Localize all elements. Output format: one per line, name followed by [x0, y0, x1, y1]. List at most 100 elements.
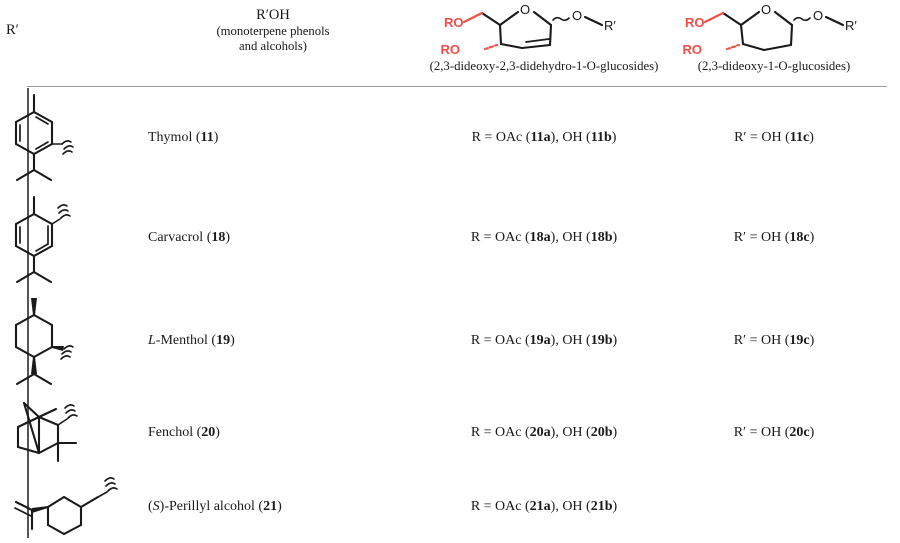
- attachment-wavy-bond: [57, 204, 71, 219]
- r-prime-label: R′: [604, 18, 616, 33]
- thymol-structure-cell: [4, 92, 146, 192]
- attachment-wedge-bond: [52, 346, 64, 351]
- fenchol-skeleton-diagram: [16, 401, 78, 463]
- glycal-products: R = OAc (19a), OH (19b): [470, 333, 618, 348]
- product-code-a: 11a: [530, 130, 551, 145]
- glycal-products: R = OAc (18a), OH (18b): [470, 230, 618, 245]
- column-header-roh-title: R′OH: [256, 7, 290, 23]
- isopropenyl-wedge-bond: [32, 506, 48, 513]
- compound-name: Carvacrol (18): [148, 230, 231, 245]
- product-code-c: 11c: [789, 130, 810, 145]
- glycal-products-cell: R = OAc (18a), OH (18b): [404, 192, 684, 295]
- l-menthol-structure-cell: [4, 295, 146, 395]
- lower-ro-label: RO: [683, 42, 703, 57]
- r-prime-label: R′: [845, 18, 857, 33]
- stereo-descriptor: L: [148, 333, 156, 348]
- compound-name: Thymol (11): [148, 130, 219, 145]
- compound-number: 11: [200, 130, 214, 145]
- upper-ro-label: RO: [444, 15, 464, 30]
- compound-name: Fenchol (20): [148, 425, 220, 440]
- compound-name-text: Fenchol: [148, 425, 194, 440]
- column-header-saturated: O RO RO O R′: [648, 0, 900, 84]
- saturated-products-cell: R′ = OH (18c): [648, 192, 900, 295]
- compound-number: 21: [263, 499, 278, 514]
- perillyl-alcohol-structure-cell: [4, 477, 146, 540]
- isopropyl-wedge-bond: [31, 357, 37, 374]
- glycal-structure-diagram: O RO: [441, 2, 617, 57]
- product-code-b: 11b: [590, 130, 612, 145]
- saturated-products-cell: R′ = OH (19c): [648, 295, 900, 395]
- compound-number: 18: [211, 230, 226, 245]
- product-code-a: 20a: [529, 425, 551, 440]
- attachment-wavy-bond: [104, 477, 118, 492]
- table-row: (S)-Perillyl alcohol (21) R = OAc (21a),…: [0, 477, 900, 540]
- table-body: Thymol (11) R = OAc (11a), OH (11b) R′ =…: [0, 92, 900, 540]
- lower-ro-label: RO: [441, 42, 461, 57]
- carvacrol-skeleton-diagram: [14, 195, 71, 284]
- product-code-b: 20b: [590, 425, 613, 440]
- saturated-products-cell: [648, 477, 900, 540]
- column-header-r-prime: R′: [6, 0, 136, 106]
- compound-name-cell: Thymol (11): [148, 92, 398, 192]
- product-code-c: 19c: [789, 333, 810, 348]
- saturated-products: R′ = OH (11c): [734, 130, 814, 145]
- glycal-products-cell: R = OAc (20a), OH (20b): [404, 395, 684, 477]
- compound-name: L-Menthol (19): [148, 333, 235, 348]
- product-code-a: 18a: [529, 230, 551, 245]
- saturated-caption-text: (2,3-dideoxy-1-O-glucosides): [697, 59, 851, 73]
- glycal-products: R = OAc (20a), OH (20b): [470, 425, 618, 440]
- saturated-products: R′ = OH (18c): [733, 230, 815, 245]
- anomeric-oxygen-label: O: [572, 8, 582, 23]
- compound-name: (S)-Perillyl alcohol (21): [148, 499, 282, 514]
- product-code-c: 18c: [789, 230, 810, 245]
- product-code-a: 19a: [529, 333, 551, 348]
- column-header-r-prime-label: R′: [6, 22, 19, 38]
- l-menthol-skeleton-diagram: [14, 298, 74, 386]
- glycal-products-cell: R = OAc (21a), OH (21b): [404, 477, 684, 540]
- compound-number: 20: [201, 425, 216, 440]
- attachment-wavy-bond: [61, 140, 74, 155]
- product-code-b: 18b: [590, 230, 613, 245]
- saturated-products-empty: [648, 477, 900, 499]
- perillyl-alcohol-skeleton-diagram: [14, 477, 118, 536]
- lower-ro-hashed-wedge: [725, 43, 741, 51]
- column-header-roh: R′OH (monoterpene phenols and alcohols): [148, 0, 398, 91]
- saturated-products-cell: R′ = OH (11c): [648, 92, 900, 192]
- glycal-products: R = OAc (21a), OH (21b): [470, 499, 618, 514]
- column-header-roh-subline1: (monoterpene phenols: [216, 24, 330, 39]
- glycal-products-cell: R = OAc (11a), OH (11b): [404, 92, 684, 192]
- header-divider-rule: [27, 86, 887, 87]
- anomeric-oxygen-label: O: [813, 8, 823, 23]
- compound-name-cell: (S)-Perillyl alcohol (21): [148, 477, 398, 540]
- product-code-b: 21b: [590, 499, 613, 514]
- stereo-descriptor: S: [152, 499, 160, 514]
- column-header-glycal-caption: (2,3-dideoxy-2,3-didehydro-1-O-glucoside…: [404, 59, 684, 74]
- table-header: R′ R′OH (monoterpene phenols and alcohol…: [0, 0, 900, 88]
- lower-ro-hashed-wedge: [483, 43, 499, 51]
- attachment-wavy-bond: [60, 345, 74, 360]
- column-header-saturated-caption: (2,3-dideoxy-1-O-glucosides): [648, 59, 900, 74]
- table-row: Thymol (11) R = OAc (11a), OH (11b) R′ =…: [0, 92, 900, 192]
- saturated-products: R′ = OH (20c): [733, 425, 815, 440]
- saturated-pyranose-structure-diagram: O RO RO O R′: [683, 2, 858, 57]
- anomeric-wavy-bond: [793, 16, 811, 22]
- page-edge-rule: [27, 88, 29, 538]
- compound-number: 19: [216, 333, 231, 348]
- product-code-c: 20c: [789, 425, 810, 440]
- column-header-roh-subline2: and alcohols): [239, 39, 307, 54]
- product-code-b: 19b: [590, 333, 613, 348]
- carvacrol-structure-cell: [4, 192, 146, 295]
- product-code-a: 21a: [529, 499, 551, 514]
- column-header-glycal: O RO: [404, 0, 684, 84]
- glycal-products: R = OAc (11a), OH (11b): [471, 130, 617, 145]
- saturated-products: R′ = OH (19c): [733, 333, 815, 348]
- fenchol-structure-cell: [4, 395, 146, 477]
- ring-oxygen-label: O: [761, 2, 771, 17]
- glycal-caption-text: (2,3-dideoxy-2,3-didehydro-1-O-glucoside…: [429, 59, 659, 73]
- compound-name-text: Carvacrol: [148, 230, 204, 245]
- compound-name-text: Thymol: [148, 130, 193, 145]
- methyl-wedge-bond: [31, 298, 37, 315]
- thymol-skeleton-diagram: [14, 93, 74, 182]
- compound-name-cell: Fenchol (20): [148, 395, 398, 477]
